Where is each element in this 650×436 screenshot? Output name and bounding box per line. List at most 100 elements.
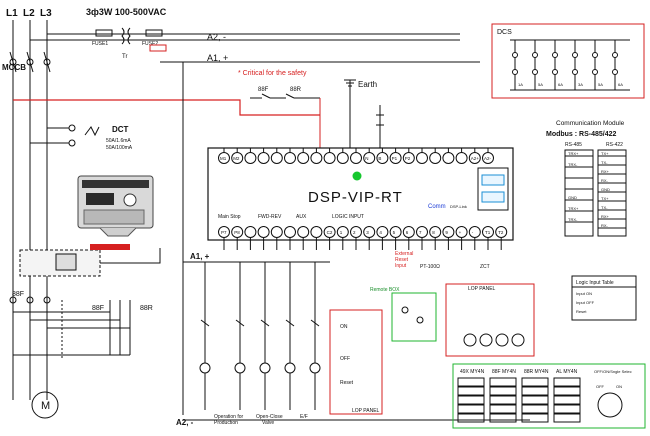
terminal-label: - — [472, 230, 474, 235]
selector-switch-icon — [597, 392, 623, 418]
terminal-circle — [350, 152, 362, 164]
status-led — [352, 171, 362, 181]
terminal-label: 8 — [432, 230, 435, 235]
remote-box: Remote BOX — [370, 287, 437, 342]
terminal-label: M2 — [233, 156, 240, 161]
terminal-circle — [270, 226, 283, 238]
contactor-label: 88F — [92, 305, 104, 312]
svg-text:Valve: Valve — [262, 420, 274, 426]
svg-text:ON: ON — [616, 384, 622, 389]
terminal-circle — [468, 152, 481, 164]
dcs-contact — [592, 52, 598, 58]
terminal-label: T2 — [498, 230, 504, 235]
comm-pin-label: TRX- — [568, 217, 578, 222]
fuse-icon — [145, 29, 163, 37]
caption: E/F — [300, 414, 308, 420]
dct-spec: 50A/1.6mA — [106, 138, 131, 144]
group-label: Main Stop — [218, 214, 241, 220]
terminal-label: 3 — [366, 230, 369, 235]
pt-label: PT-100Ω — [420, 264, 440, 270]
dcs-contact-label: 3A — [578, 82, 583, 87]
ladder-contact — [200, 319, 210, 327]
safety-contacts: * Critical for the safety 88F 88R Earth — [238, 70, 384, 150]
terminal-circle — [257, 152, 270, 164]
terminal-circle — [336, 226, 349, 238]
relay-cell — [553, 404, 581, 414]
comm-pin-label: TX- — [601, 160, 608, 165]
terminal-label: 1 — [340, 230, 343, 235]
relay-cell — [553, 386, 581, 396]
supply-phases: L1 L2 L3 3ф3W 100-500VAC MCCB — [2, 7, 167, 400]
comm-pin-label: TRX- — [568, 162, 578, 167]
dcs-label: DCS — [497, 29, 512, 36]
relay-cell — [521, 404, 549, 414]
transformer-coil-icon — [121, 27, 125, 45]
terminal-label: 7 — [419, 230, 422, 235]
logic-input-table: Logic Input Table Input ON Input OFF Res… — [571, 275, 637, 321]
fuse-label: FUSE1 — [92, 41, 108, 47]
dcs-contact — [532, 69, 538, 75]
logic-table-title: Logic Input Table — [576, 280, 614, 286]
mccb-label: MCCB — [2, 63, 26, 72]
terminal-circle — [389, 152, 402, 164]
terminal-circle — [429, 226, 442, 238]
phase-label: L1 — [6, 8, 18, 19]
terminal-circle — [363, 226, 376, 238]
relay-table: 49X MY4N 88F MY4N 88R MY4N AL MY4N OFF/O… — [452, 363, 646, 429]
terminal-circle — [455, 152, 468, 164]
svg-text:ON: ON — [340, 324, 348, 330]
terminal-circle — [442, 226, 455, 238]
remote-label: Remote BOX — [370, 287, 400, 293]
relay-grid — [457, 377, 581, 423]
relay-cell — [489, 395, 517, 405]
dct-spec: 50A/100mA — [106, 145, 133, 151]
terminal-circle — [297, 152, 310, 164]
terminal-circle — [244, 226, 257, 238]
terminal-circle — [244, 152, 257, 164]
svg-text:88F MY4N: 88F MY4N — [492, 369, 516, 375]
terminal-circle — [218, 152, 230, 164]
terminal-label: A2- — [484, 156, 492, 161]
relay-coil — [259, 362, 271, 374]
dct-label: DCT — [112, 125, 129, 134]
dcs-contact-label: 6A — [558, 82, 563, 87]
terminal-label: P1 — [392, 156, 398, 161]
ladder-contact — [235, 319, 245, 327]
terminal-label: M1 — [220, 156, 227, 161]
terminal-circle — [495, 226, 508, 238]
supply-label: 3ф3W 100-500VAC — [86, 7, 167, 17]
terminal-label: + — [459, 230, 462, 235]
svg-text:OFF/ON/Sngle Selec: OFF/ON/Sngle Selec — [594, 369, 632, 374]
terminal-circle — [284, 152, 296, 164]
relay-cell — [489, 413, 517, 423]
rail-label: A1, + — [207, 53, 228, 63]
dcs-contact — [572, 52, 578, 58]
terminal-circle — [323, 226, 336, 238]
comm-col-header: RS-485 — [565, 142, 582, 148]
dcs-contact — [512, 69, 518, 75]
relay-cell — [457, 395, 485, 405]
terminal-circle — [363, 152, 376, 164]
terminal-circle — [218, 226, 230, 238]
terminal-label: P2 — [405, 156, 411, 161]
svg-text:Input OFF: Input OFF — [576, 300, 595, 305]
relay-cell — [457, 413, 485, 423]
dcs-contact — [552, 69, 558, 75]
terminal-circle — [402, 226, 415, 238]
lop-panel-label: LOP PANEL — [352, 408, 380, 414]
contact-label: 88F — [258, 87, 269, 93]
terminal-circle — [231, 226, 244, 238]
terminal-label: N — [365, 156, 368, 161]
power-contactors: 88F 88F 88R M — [9, 291, 153, 419]
svg-text:Input: Input — [395, 263, 407, 269]
terminal-label: 6 — [406, 230, 409, 235]
relay-cell — [457, 386, 485, 396]
rail-label: A1, + — [190, 252, 210, 261]
transformer-label: Tr — [122, 54, 127, 60]
terminal-circle — [257, 226, 270, 238]
dcs-contact — [612, 69, 618, 75]
terminal-circle — [350, 226, 362, 238]
group-label: LOGIC INPUT — [332, 214, 364, 220]
